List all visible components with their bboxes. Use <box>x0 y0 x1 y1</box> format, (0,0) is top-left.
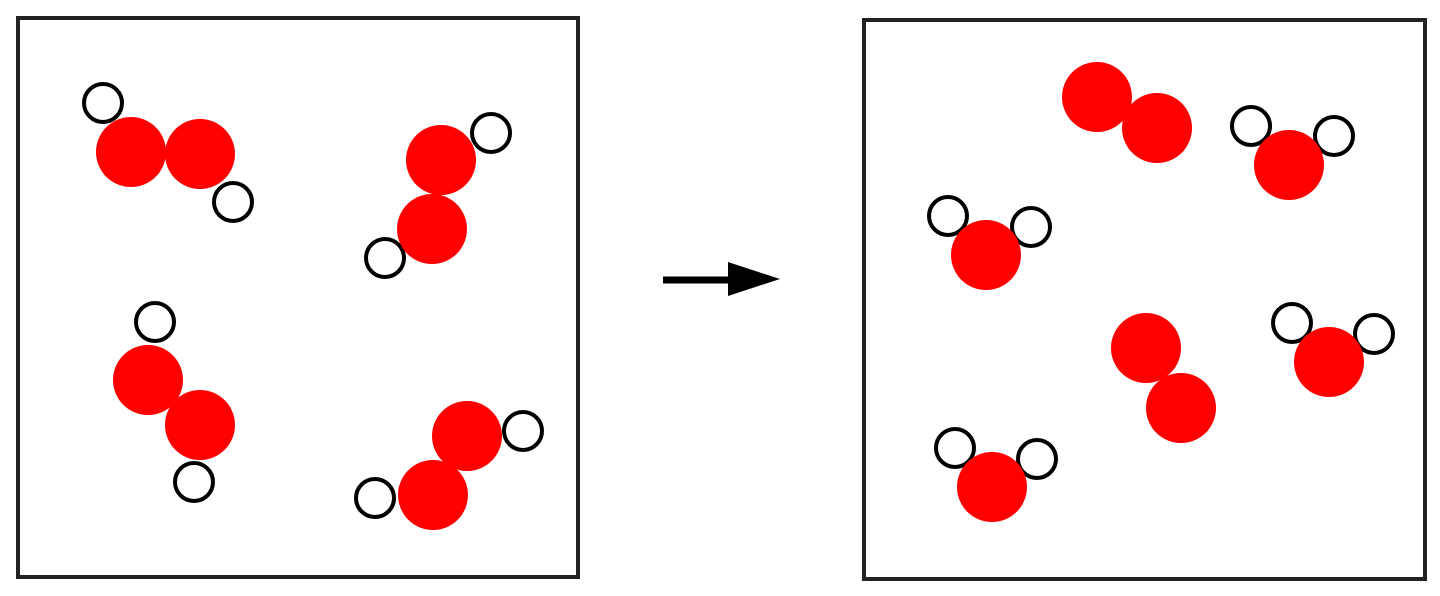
h2o-molecule <box>1271 302 1395 397</box>
hydrogen-atom <box>934 427 976 469</box>
oxygen-atom <box>951 220 1021 290</box>
oxygen-atom <box>398 460 468 530</box>
hydrogen-atom <box>1016 438 1058 480</box>
h2o-molecule <box>927 195 1052 290</box>
oxygen-atom <box>1146 373 1216 443</box>
o2-molecule <box>1111 313 1216 443</box>
reactants-panel <box>16 16 580 579</box>
hydrogen-atom <box>1010 206 1052 248</box>
h2o2-molecule <box>354 401 544 530</box>
oxygen-atom <box>957 452 1027 522</box>
hydrogen-atom <box>502 410 544 452</box>
h2o2-molecule <box>113 301 235 503</box>
products-frame <box>862 18 1427 581</box>
hydrogen-atom <box>82 82 124 124</box>
h2o-molecule <box>1230 105 1355 200</box>
hydrogen-atom <box>354 477 396 519</box>
oxygen-atom <box>1122 93 1192 163</box>
hydrogen-atom <box>1353 313 1395 355</box>
hydrogen-atom <box>470 112 512 154</box>
products-panel <box>862 18 1427 581</box>
hydrogen-atom <box>364 237 406 279</box>
oxygen-atom <box>113 345 183 415</box>
hydrogen-atom <box>1271 302 1313 344</box>
oxygen-atom <box>432 401 502 471</box>
hydrogen-atom <box>134 301 176 343</box>
oxygen-atom <box>1111 313 1181 383</box>
oxygen-atom <box>165 119 235 189</box>
hydrogen-atom <box>1230 105 1272 147</box>
right-arrow-icon <box>663 262 780 296</box>
oxygen-atom <box>96 117 166 187</box>
oxygen-atom <box>406 125 476 195</box>
h2o2-molecule <box>82 82 254 223</box>
hydrogen-atom <box>1313 115 1355 157</box>
oxygen-atom <box>1062 62 1132 132</box>
oxygen-atom <box>397 194 467 264</box>
oxygen-atom <box>1294 327 1364 397</box>
h2o-molecule <box>934 427 1058 522</box>
hydrogen-atom <box>173 461 215 503</box>
h2o2-molecule <box>364 112 512 279</box>
oxygen-atom <box>1254 130 1324 200</box>
hydrogen-atom <box>927 195 969 237</box>
oxygen-atom <box>165 390 235 460</box>
reactants-frame <box>16 16 580 579</box>
o2-molecule <box>1062 62 1192 163</box>
hydrogen-atom <box>212 181 254 223</box>
